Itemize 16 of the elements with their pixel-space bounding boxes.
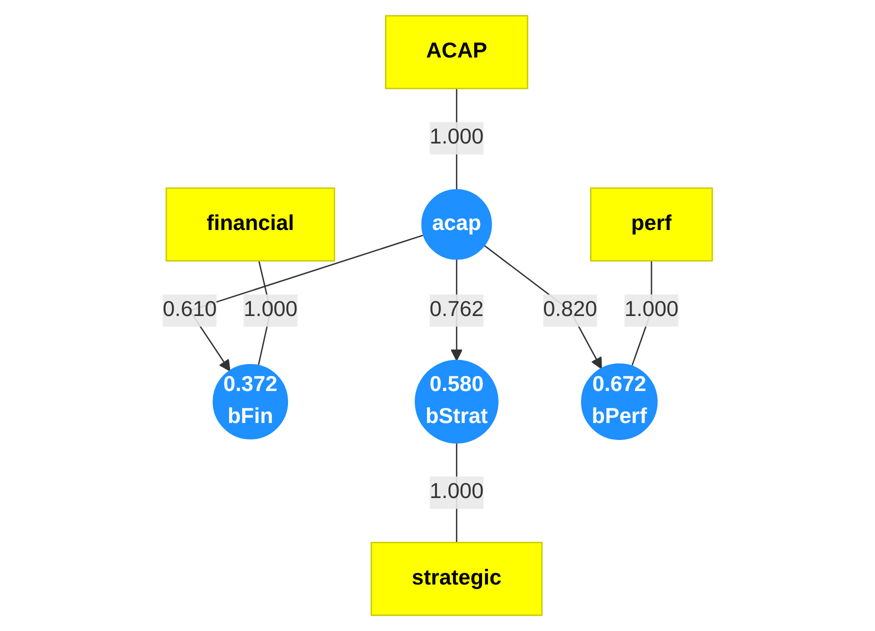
node-circle: 0.580 bStrat [414, 360, 499, 444]
node-box: ACAP [385, 15, 528, 90]
edge-label: 0.610 [162, 298, 217, 322]
node-box: financial [166, 187, 336, 262]
node-circle: 0.672 bPerf [581, 363, 658, 440]
edge-label: 1.000 [430, 126, 484, 150]
node-circle: acap [421, 189, 492, 260]
edge-label: 1.000 [244, 298, 298, 322]
edge-label: 0.762 [430, 298, 484, 322]
edge-label: 1.000 [430, 480, 484, 504]
node-box: strategic [370, 542, 543, 616]
edge-label: 0.820 [543, 298, 598, 322]
node-box: perf [590, 187, 713, 262]
edge-label: 1.000 [624, 298, 678, 322]
arrow [484, 244, 602, 370]
node-circle: 0.372 bFin [212, 364, 288, 440]
